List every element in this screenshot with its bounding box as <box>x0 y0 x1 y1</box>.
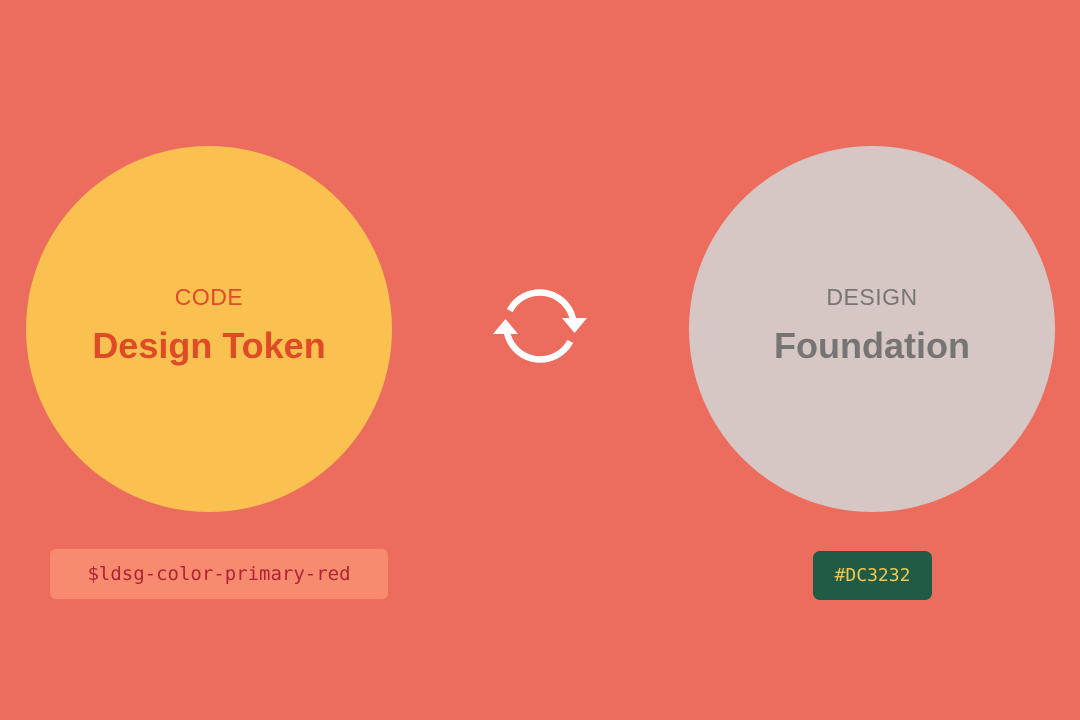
design-title: Foundation <box>774 324 970 366</box>
design-circle: DESIGN Foundation <box>689 146 1055 512</box>
code-kicker: CODE <box>174 283 244 310</box>
hex-value-chip: #DC3232 <box>813 551 932 600</box>
design-kicker: DESIGN <box>826 283 918 310</box>
token-name-chip: $ldsg-color-primary-red <box>50 549 388 599</box>
sync-icon <box>493 289 587 363</box>
code-title: Design Token <box>92 324 326 366</box>
code-circle: CODE Design Token <box>26 146 392 512</box>
